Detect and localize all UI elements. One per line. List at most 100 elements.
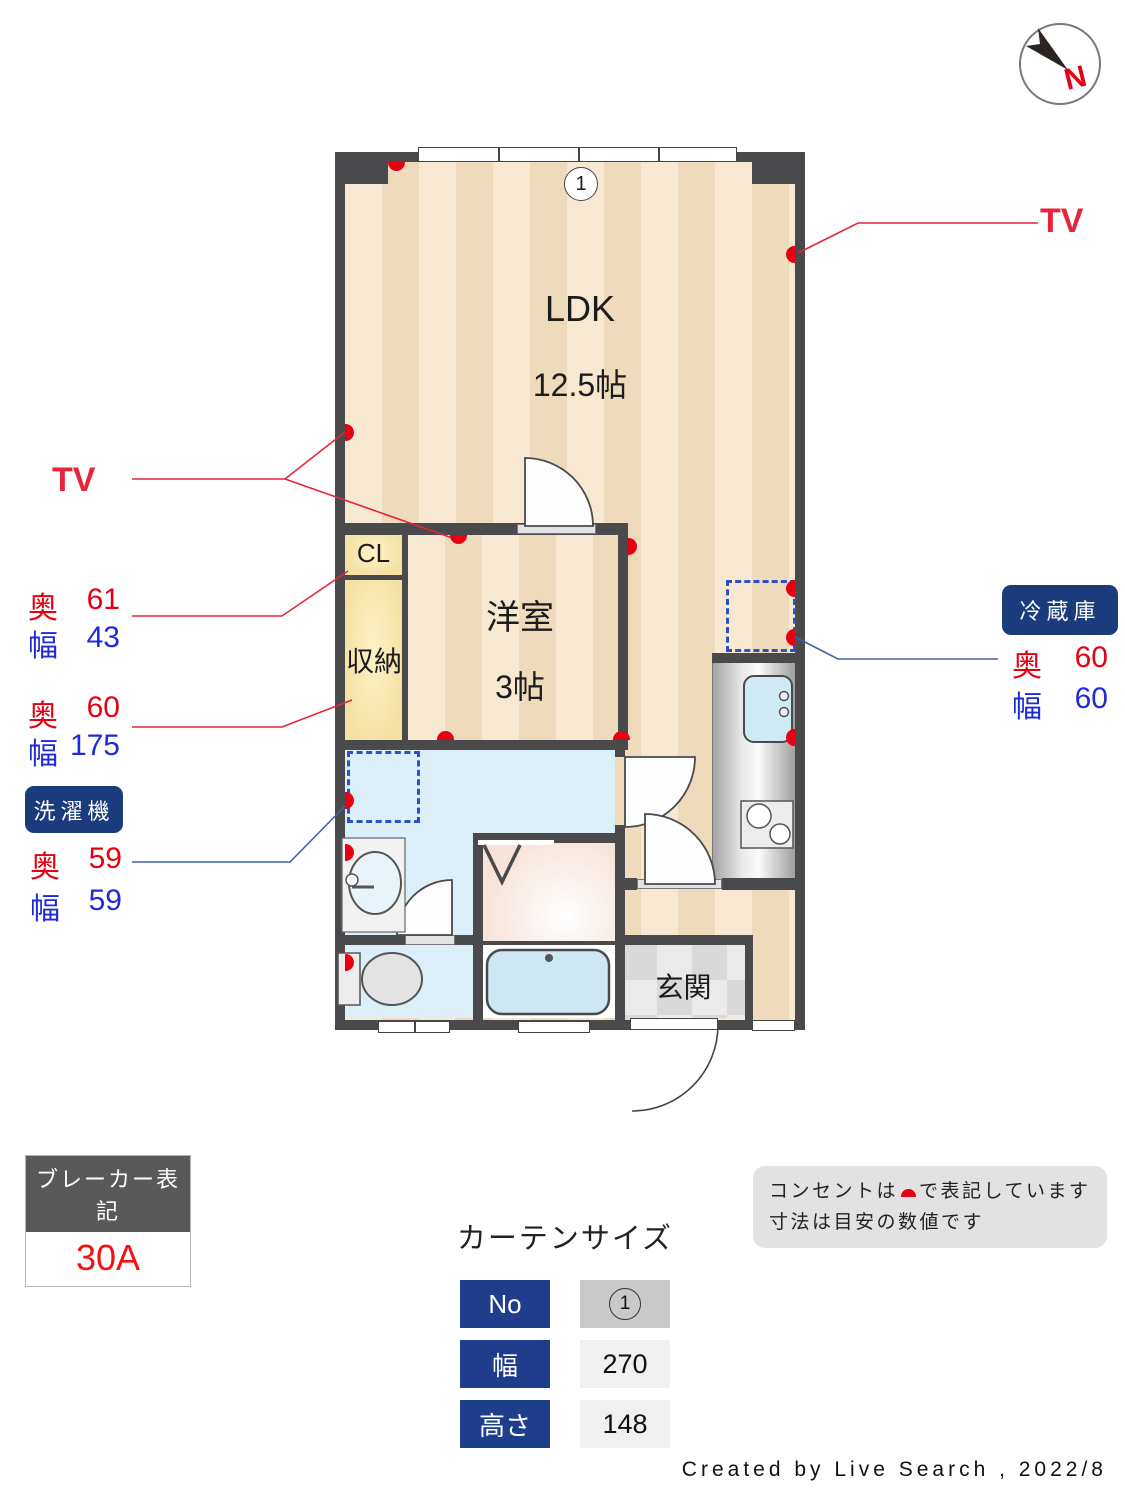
kitchen-counter-topbar <box>712 653 805 663</box>
washer-tag: 洗濯機 <box>25 786 123 833</box>
cl-width-row: 幅 43 <box>28 621 120 665</box>
bathtub-drain <box>545 954 553 962</box>
wall-genkan-north <box>615 935 753 945</box>
entrance-door-arc <box>631 1024 719 1112</box>
legend-note: コンセントはで表記しています 寸法は目安の数値です <box>753 1166 1107 1248</box>
door-arc-corridor <box>644 813 716 885</box>
wall-bath-west <box>473 843 483 1020</box>
bath-folding-door-icon <box>482 844 522 887</box>
storage-width-row: 幅 175 <box>28 729 120 773</box>
outlet-marker <box>786 729 795 746</box>
storage-width-label: 幅 <box>28 738 58 771</box>
wall-genkan-east <box>745 935 753 1020</box>
door-arc-washroom <box>624 756 696 828</box>
washer-depth-label: 奥 <box>30 851 60 884</box>
washer-space-box <box>347 751 420 823</box>
breaker-box: ブレーカー表記 30A <box>25 1155 191 1287</box>
leader-cl <box>132 570 349 617</box>
storage-depth-label: 奥 <box>28 700 58 733</box>
cl-depth-row: 奥 61 <box>28 583 120 627</box>
kitchen-faucet <box>778 706 790 718</box>
outlet-marker <box>786 246 795 263</box>
wall-hall-west-b <box>615 825 625 1020</box>
room-size-ldk: 12.5帖 <box>532 367 628 403</box>
room-cl <box>345 535 402 575</box>
leader-washer <box>132 800 351 863</box>
wall-cl-right <box>402 535 408 740</box>
cl-depth-value: 61 <box>86 583 120 616</box>
room-bathroom <box>483 843 615 941</box>
leader-tv-left-2 <box>284 478 459 541</box>
window-ldk-mullion <box>658 147 660 162</box>
curtain-row-height-value: 148 <box>580 1400 670 1448</box>
door-arc-youshitsu <box>524 457 594 527</box>
room-youshitsu-floor <box>408 535 618 740</box>
window-ldk-mullion <box>578 147 580 162</box>
wall-hall-west-a <box>615 750 625 757</box>
credit-text: Created by Live Search , 2022/8 <box>681 1458 1107 1481</box>
wall-left <box>335 152 345 1030</box>
curtain-row-width-value: 270 <box>580 1340 670 1388</box>
wall-right <box>795 152 805 1030</box>
room-size-youshitsu: 3帖 <box>495 669 545 705</box>
outlet-legend-icon <box>901 1189 917 1197</box>
washer-width-row: 幅 59 <box>30 884 122 928</box>
curtain-row-no-label: No <box>460 1280 550 1328</box>
fridge-width-value: 60 <box>1074 682 1108 715</box>
curtain-row-width-label: 幅 <box>460 1340 550 1388</box>
cl-depth-label: 奥 <box>28 592 58 625</box>
outlet-marker <box>345 792 354 809</box>
pier-top-right <box>752 152 805 184</box>
fridge-depth-value: 60 <box>1074 641 1108 674</box>
legend-note-line2: 寸法は目安の数値です <box>769 1212 985 1233</box>
toilet-bowl <box>361 952 423 1006</box>
fridge-width-label: 幅 <box>1012 691 1042 724</box>
washer-width-value: 59 <box>88 884 122 917</box>
stove-burner <box>746 803 772 829</box>
fridge-depth-row: 奥 60 <box>1012 641 1108 685</box>
fridge-width-row: 幅 60 <box>1012 682 1108 726</box>
cl-width-value: 43 <box>86 621 120 654</box>
room-genkan <box>622 945 745 1018</box>
outlet-marker <box>786 580 795 597</box>
bathtub <box>485 948 611 1016</box>
room-label-cl: CL <box>356 538 391 568</box>
curtain-table-title: カーテンサイズ <box>456 1223 674 1255</box>
pier-top-left <box>335 152 388 184</box>
room-label-genkan: 玄関 <box>655 972 712 1003</box>
stove-burner <box>769 823 791 845</box>
fridge-tag: 冷蔵庫 <box>1002 585 1118 635</box>
tv-annotation-left: TV <box>52 461 96 499</box>
leader-fridge <box>794 636 998 660</box>
washer-depth-row: 奥 59 <box>30 842 122 886</box>
leader-tv-right <box>797 222 1038 254</box>
wall-bath-north <box>473 833 625 843</box>
compass-needle-icon <box>1026 28 1068 70</box>
leader-storage <box>132 699 353 728</box>
outlet-marker <box>437 731 454 740</box>
curtain-marker-1: 1 <box>564 167 598 201</box>
room-label-ldk: LDK <box>544 288 616 329</box>
wall-hall-south-b <box>722 878 805 890</box>
storage-depth-row: 奥 60 <box>28 691 120 735</box>
room-storage <box>345 580 402 740</box>
legend-note-line1: コンセントはで表記しています <box>769 1181 1091 1202</box>
outlet-marker <box>345 954 354 971</box>
washer-width-label: 幅 <box>30 893 60 926</box>
outlet-marker <box>613 731 630 740</box>
window-ldk-mullion <box>498 147 500 162</box>
cl-width-label: 幅 <box>28 630 58 663</box>
outlet-marker <box>345 424 354 441</box>
toilet-tank <box>337 952 361 1006</box>
washer-depth-value: 59 <box>88 842 122 875</box>
curtain-row-no-value: 1 <box>580 1280 670 1328</box>
wall-cl-divider <box>345 575 402 580</box>
compass: N <box>1016 20 1104 108</box>
fridge-depth-label: 奥 <box>1012 650 1042 683</box>
wall-wash-south-b <box>455 935 483 945</box>
washbasin-faucet <box>345 873 359 887</box>
wall-youshitsu-south <box>335 740 628 750</box>
room-label-youshitsu: 洋室 <box>486 599 554 637</box>
